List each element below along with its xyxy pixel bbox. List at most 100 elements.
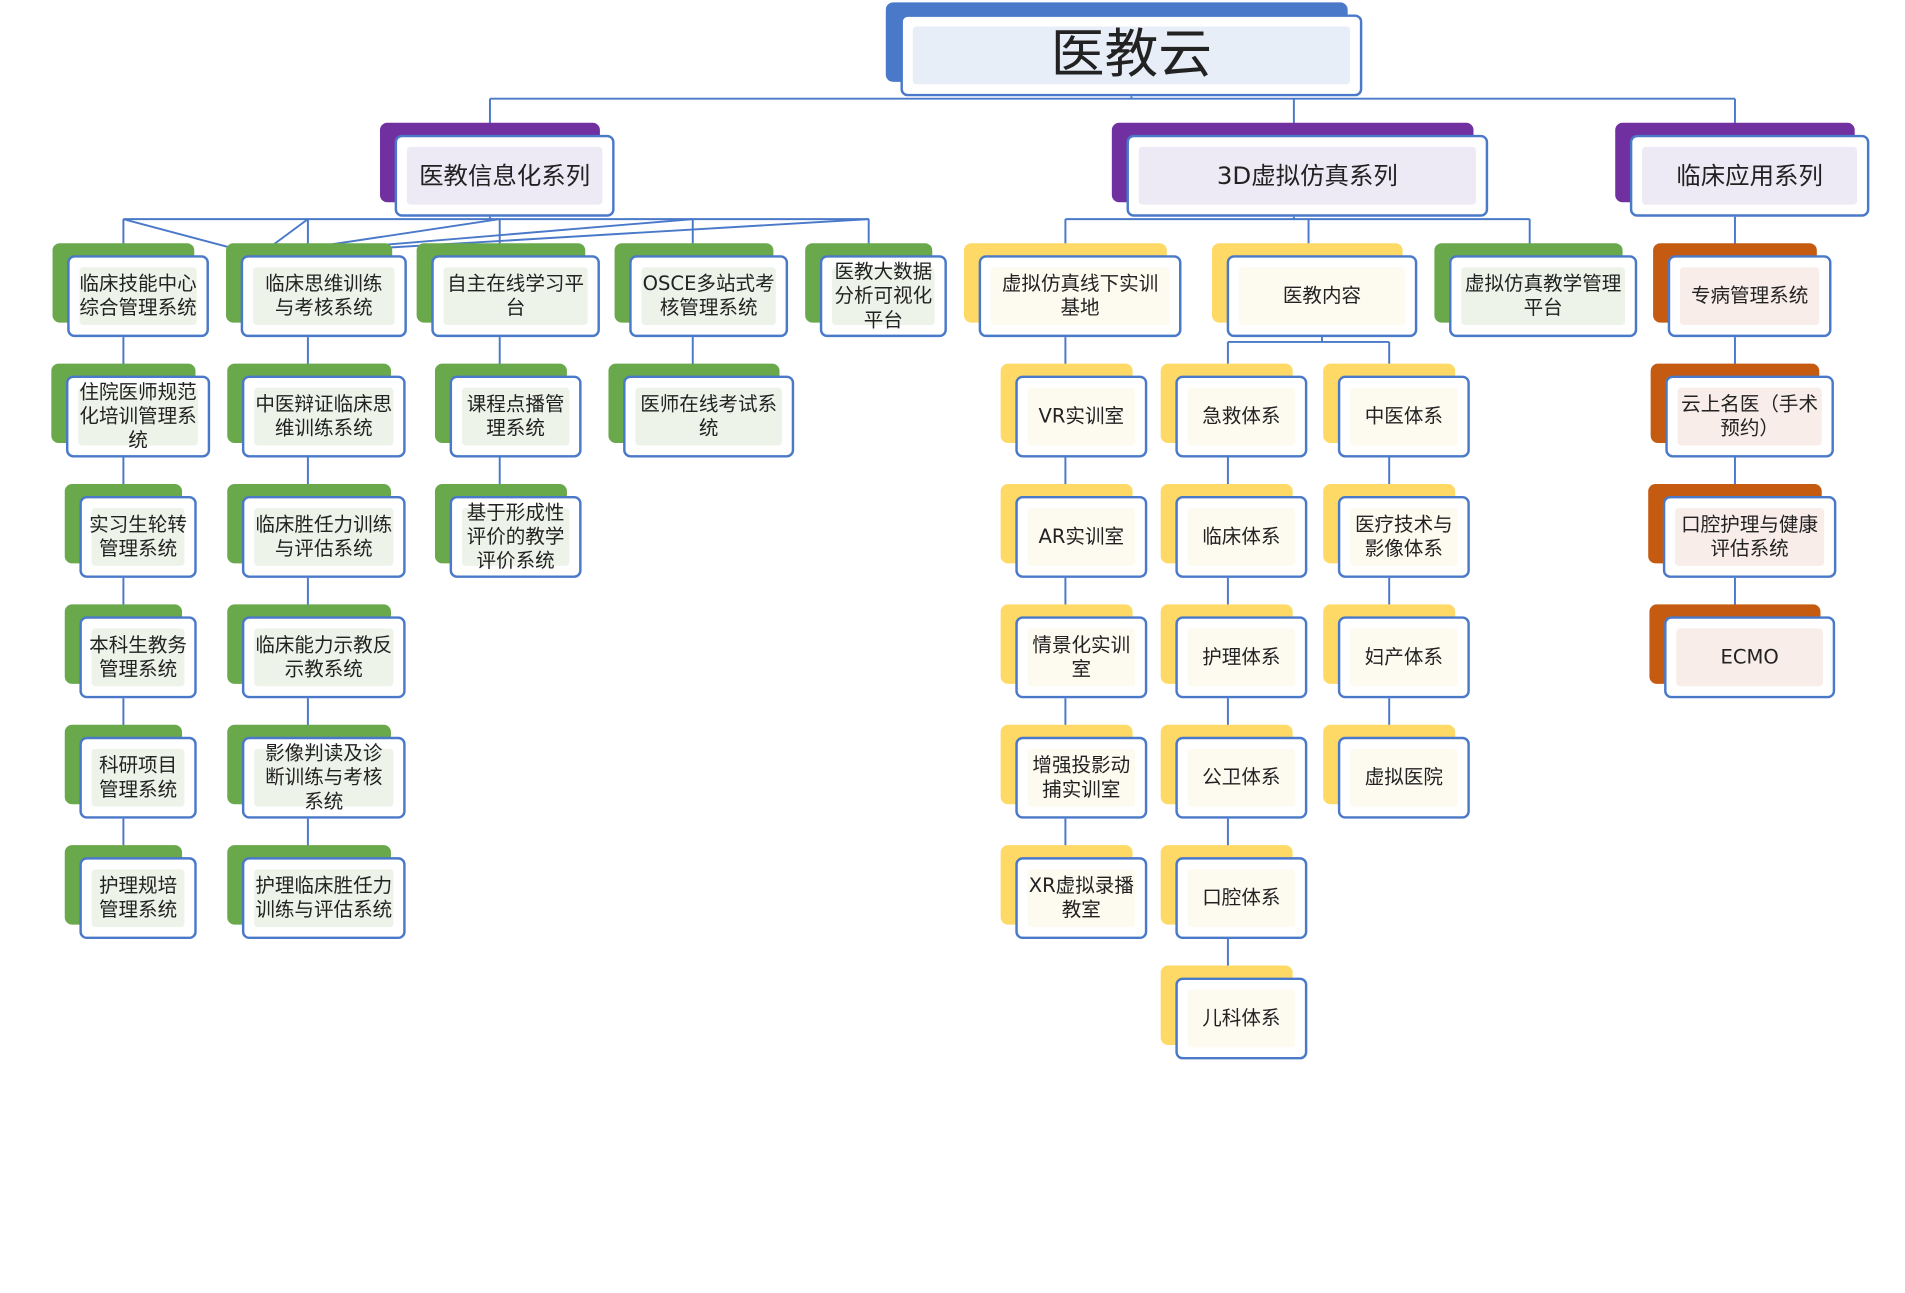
node-fill [1187, 869, 1296, 928]
node-fill [912, 26, 1351, 85]
node-fill [1187, 508, 1296, 566]
root-node[interactable]: 医教云 [885, 2, 1363, 97]
node-label: ECMO [1720, 645, 1779, 669]
info-node[interactable]: 临床思维训练 与考核系统 [226, 243, 407, 338]
node-fill [990, 267, 1170, 326]
clinical-node[interactable]: 专病管理系统 [1653, 243, 1832, 338]
node-box: 专病管理系统 [1667, 255, 1832, 338]
node-fill [1027, 748, 1136, 807]
sim-content-item[interactable]: 儿科体系 [1160, 965, 1308, 1060]
node-box: 增强投影动 捕实训室 [1015, 736, 1148, 819]
sim-room[interactable]: XR虚拟录播 教室 [1000, 845, 1148, 940]
node-fill [1350, 748, 1458, 807]
info-node[interactable]: 中医辩证临床思 维训练系统 [227, 363, 406, 458]
node-label: 云上名医（手术 预约） [1681, 392, 1819, 440]
node-fill [252, 267, 395, 326]
sim-room[interactable]: VR实训室 [1000, 363, 1148, 458]
clinical-node[interactable]: 口腔护理与健康 评估系统 [1648, 483, 1837, 578]
node-box: 自主在线学习平 台 [431, 255, 600, 338]
info-node[interactable]: 临床技能中心 综合管理系统 [52, 243, 209, 338]
node-box: 本科生教务 管理系统 [79, 616, 197, 699]
info-node[interactable]: 临床胜任力训练 与评估系统 [227, 483, 406, 578]
sim-content-item[interactable]: 妇产体系 [1323, 604, 1470, 699]
sim-content-item[interactable]: 临床体系 [1160, 483, 1308, 578]
node-box: 中医体系 [1337, 375, 1470, 458]
node-label: 虚拟仿真教学管理 平台 [1464, 272, 1622, 320]
node-label: 医师在线考试系 统 [640, 392, 778, 440]
node-label: 护理体系 [1202, 645, 1281, 669]
node-label: 虚拟医院 [1364, 765, 1443, 789]
node-box: 实习生轮转 管理系统 [79, 496, 197, 578]
series-info[interactable]: 医教信息化系列 [379, 122, 615, 217]
node-box: 口腔体系 [1175, 857, 1308, 940]
info-node[interactable]: 护理规培 管理系统 [64, 845, 197, 940]
node-fill [1350, 628, 1458, 687]
node-label: 3D虚拟仿真系列 [1216, 161, 1398, 191]
sim-content-item[interactable]: 医疗技术与 影像体系 [1323, 483, 1470, 578]
node-label: 情景化实训 室 [1032, 633, 1131, 681]
info-node[interactable]: 住院医师规范 化培训管理系 统 [51, 363, 211, 458]
sim-content-item[interactable]: 护理体系 [1160, 604, 1308, 699]
node-label: 中医体系 [1364, 404, 1443, 428]
node-label: 自主在线学习平 台 [447, 272, 585, 320]
info-node[interactable]: 基于形成性 评价的教学 评价系统 [434, 483, 582, 578]
node-box: 住院医师规范 化培训管理系 统 [65, 375, 211, 458]
node-fill [91, 869, 185, 928]
node-label: 口腔体系 [1202, 886, 1281, 909]
info-node[interactable]: 医师在线考试系 统 [608, 363, 795, 458]
node-label: 护理临床胜任力 训练与评估系统 [255, 874, 393, 921]
node-fill [1187, 748, 1296, 807]
sim-content-item[interactable]: 口腔体系 [1160, 845, 1308, 940]
info-node[interactable]: 科研项目 管理系统 [64, 724, 197, 819]
sim-offline-base[interactable]: 虚拟仿真线下实训 基地 [964, 243, 1182, 338]
node-box: 临床思维训练 与考核系统 [240, 255, 407, 338]
node-label: 课程点播管 理系统 [466, 392, 565, 440]
node-box: 医教内容 [1226, 255, 1418, 338]
node-fill [1677, 387, 1822, 446]
node-fill [1461, 267, 1625, 326]
sim-room[interactable]: AR实训室 [1000, 483, 1148, 578]
clinical-node[interactable]: ECMO [1649, 604, 1836, 699]
node-box: 护理规培 管理系统 [79, 857, 197, 940]
sim-content[interactable]: 医教内容 [1212, 243, 1418, 338]
node-box: 云上名医（手术 预约） [1665, 375, 1834, 458]
info-node[interactable]: 自主在线学习平 台 [416, 243, 600, 338]
info-node[interactable]: 临床能力示教反 示教系统 [227, 604, 406, 699]
node-box: 临床技能中心 综合管理系统 [67, 255, 209, 338]
node-fill [461, 387, 570, 446]
node-label: 专病管理系统 [1690, 284, 1809, 307]
series-sim[interactable]: 3D虚拟仿真系列 [1111, 122, 1489, 217]
sim-teaching-platform[interactable]: 虚拟仿真教学管理 平台 [1434, 243, 1638, 338]
node-fill [1350, 387, 1458, 446]
series-clinical[interactable]: 临床应用系列 [1615, 122, 1870, 217]
node-fill [406, 146, 603, 205]
node-label: VR实训室 [1038, 404, 1125, 428]
node-fill [254, 869, 394, 928]
node-box: 医教信息化系列 [394, 134, 615, 217]
node-box: 临床能力示教反 示教系统 [241, 616, 406, 699]
info-node[interactable]: OSCE多站式考 核管理系统 [614, 243, 789, 338]
sim-room[interactable]: 增强投影动 捕实训室 [1000, 724, 1148, 819]
node-label: 口腔护理与健康 评估系统 [1681, 512, 1819, 560]
node-fill [1187, 387, 1296, 446]
sim-room[interactable]: 情景化实训 室 [1000, 604, 1148, 699]
node-fill [254, 387, 394, 446]
node-box: 3D虚拟仿真系列 [1126, 134, 1489, 217]
node-label: 增强投影动 捕实训室 [1032, 753, 1131, 801]
info-node[interactable]: 护理临床胜任力 训练与评估系统 [227, 845, 406, 940]
node-fill [254, 508, 394, 566]
node-label: 公卫体系 [1202, 765, 1281, 789]
sim-content-item[interactable]: 虚拟医院 [1323, 724, 1470, 819]
info-node[interactable]: 本科生教务 管理系统 [64, 604, 197, 699]
sim-content-item[interactable]: 中医体系 [1323, 363, 1470, 458]
info-node[interactable]: 医教大数据 分析可视化 平台 [805, 243, 947, 338]
info-node[interactable]: 实习生轮转 管理系统 [64, 483, 197, 578]
node-fill [79, 267, 197, 326]
node-label: 医教内容 [1282, 284, 1362, 307]
sim-content-item[interactable]: 急救体系 [1160, 363, 1308, 458]
info-node[interactable]: 课程点播管 理系统 [434, 363, 582, 458]
sim-content-item[interactable]: 公卫体系 [1160, 724, 1308, 819]
node-box: 儿科体系 [1175, 977, 1308, 1060]
clinical-node[interactable]: 云上名医（手术 预约） [1650, 363, 1834, 458]
info-node[interactable]: 影像判读及诊 断训练与考核 系统 [227, 724, 406, 819]
